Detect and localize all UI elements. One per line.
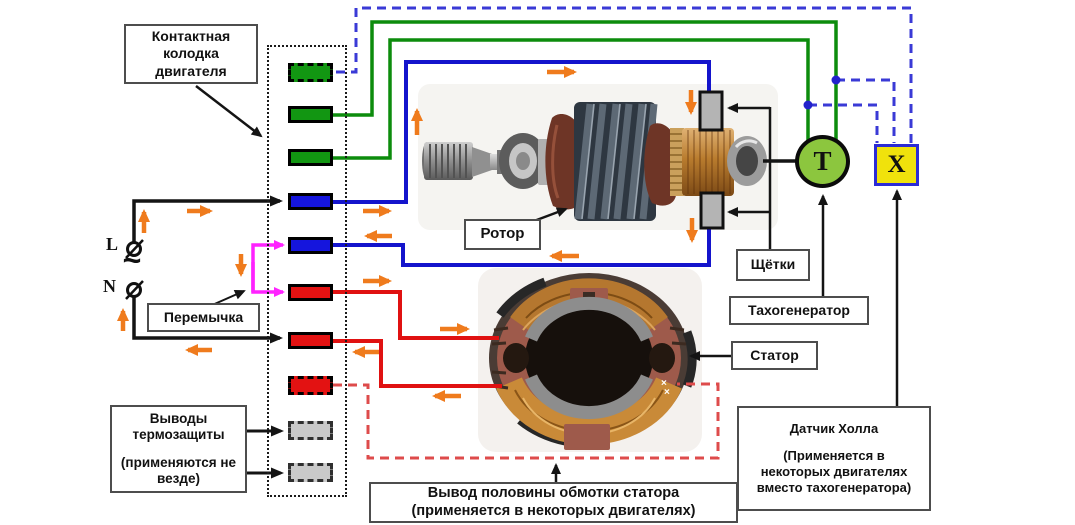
brush-top xyxy=(698,90,724,132)
rotor-label: Ротор xyxy=(464,219,541,250)
stator-wire-red-2 xyxy=(333,339,502,388)
contact-block-pointer xyxy=(195,85,263,138)
connector-3-tacho xyxy=(288,149,333,166)
neutral-terminal-letter: N xyxy=(103,276,116,296)
neutral-wire xyxy=(132,297,283,344)
stator-wire-red-1 xyxy=(333,290,499,340)
rotor-wire-blue-1 xyxy=(333,60,711,204)
connector-1-tacho-dashed xyxy=(288,63,333,82)
tacho-wire-green-1 xyxy=(333,20,838,141)
stator-photo xyxy=(489,273,697,450)
ac-symbol: ~ xyxy=(122,242,142,278)
wires xyxy=(251,6,913,460)
svg-text:×: × xyxy=(661,378,667,389)
connector-6-stator xyxy=(288,284,333,301)
connector-4-rotor xyxy=(288,193,333,210)
connector-10-thermal-dashed xyxy=(288,463,333,482)
tacho-wire-green-2 xyxy=(333,38,810,160)
junction-dot-2 xyxy=(803,100,813,110)
half-winding-label: Вывод половины обмотки статора (применяе… xyxy=(369,482,738,523)
jumper-label: Перемычка xyxy=(147,303,260,332)
current-flow-arrows xyxy=(117,66,698,402)
connector-7-stator xyxy=(288,332,333,349)
connector-5-rotor xyxy=(288,237,333,254)
connector-9-thermal-dashed xyxy=(288,421,333,440)
brush-links xyxy=(727,103,902,406)
hall-wire-dashed-blue-tap2 xyxy=(808,103,879,143)
thermal-leads-label: Выводы термозащиты (применяются не везде… xyxy=(110,405,247,493)
hall-sensor-symbol: X xyxy=(874,144,919,186)
mains-wires xyxy=(132,195,283,344)
motor-connector-block-outline xyxy=(267,45,347,497)
line-wire xyxy=(132,195,283,242)
brushes-label: Щётки xyxy=(736,249,810,281)
connector-2-tacho xyxy=(288,106,333,123)
terminal-symbols xyxy=(125,239,144,300)
svg-text:×: × xyxy=(664,387,670,398)
stator-tap-marks: ×× xyxy=(661,378,670,398)
hall-wire-dashed-blue-top xyxy=(336,6,913,143)
contact-block-label: Контактная колодка двигателя xyxy=(124,24,258,84)
line-terminal-letter: L xyxy=(106,234,119,254)
junction-dot-1 xyxy=(831,75,841,85)
hall-sensor-label: Датчик Холла (Применяется в некоторых дв… xyxy=(737,406,931,511)
brush-bottom xyxy=(699,191,725,230)
jumper-wire-magenta-2 xyxy=(251,262,285,297)
connector-8-half-winding-dashed xyxy=(288,376,333,395)
stator-label: Статор xyxy=(731,341,818,370)
rotor-photo xyxy=(422,102,767,221)
hall-wire-dashed-blue-tap1 xyxy=(836,78,896,143)
tachogenerator-symbol: T xyxy=(795,135,850,188)
tachogenerator-label: Тахогенератор xyxy=(729,296,869,325)
rotor-wire-blue-2 xyxy=(333,227,711,267)
